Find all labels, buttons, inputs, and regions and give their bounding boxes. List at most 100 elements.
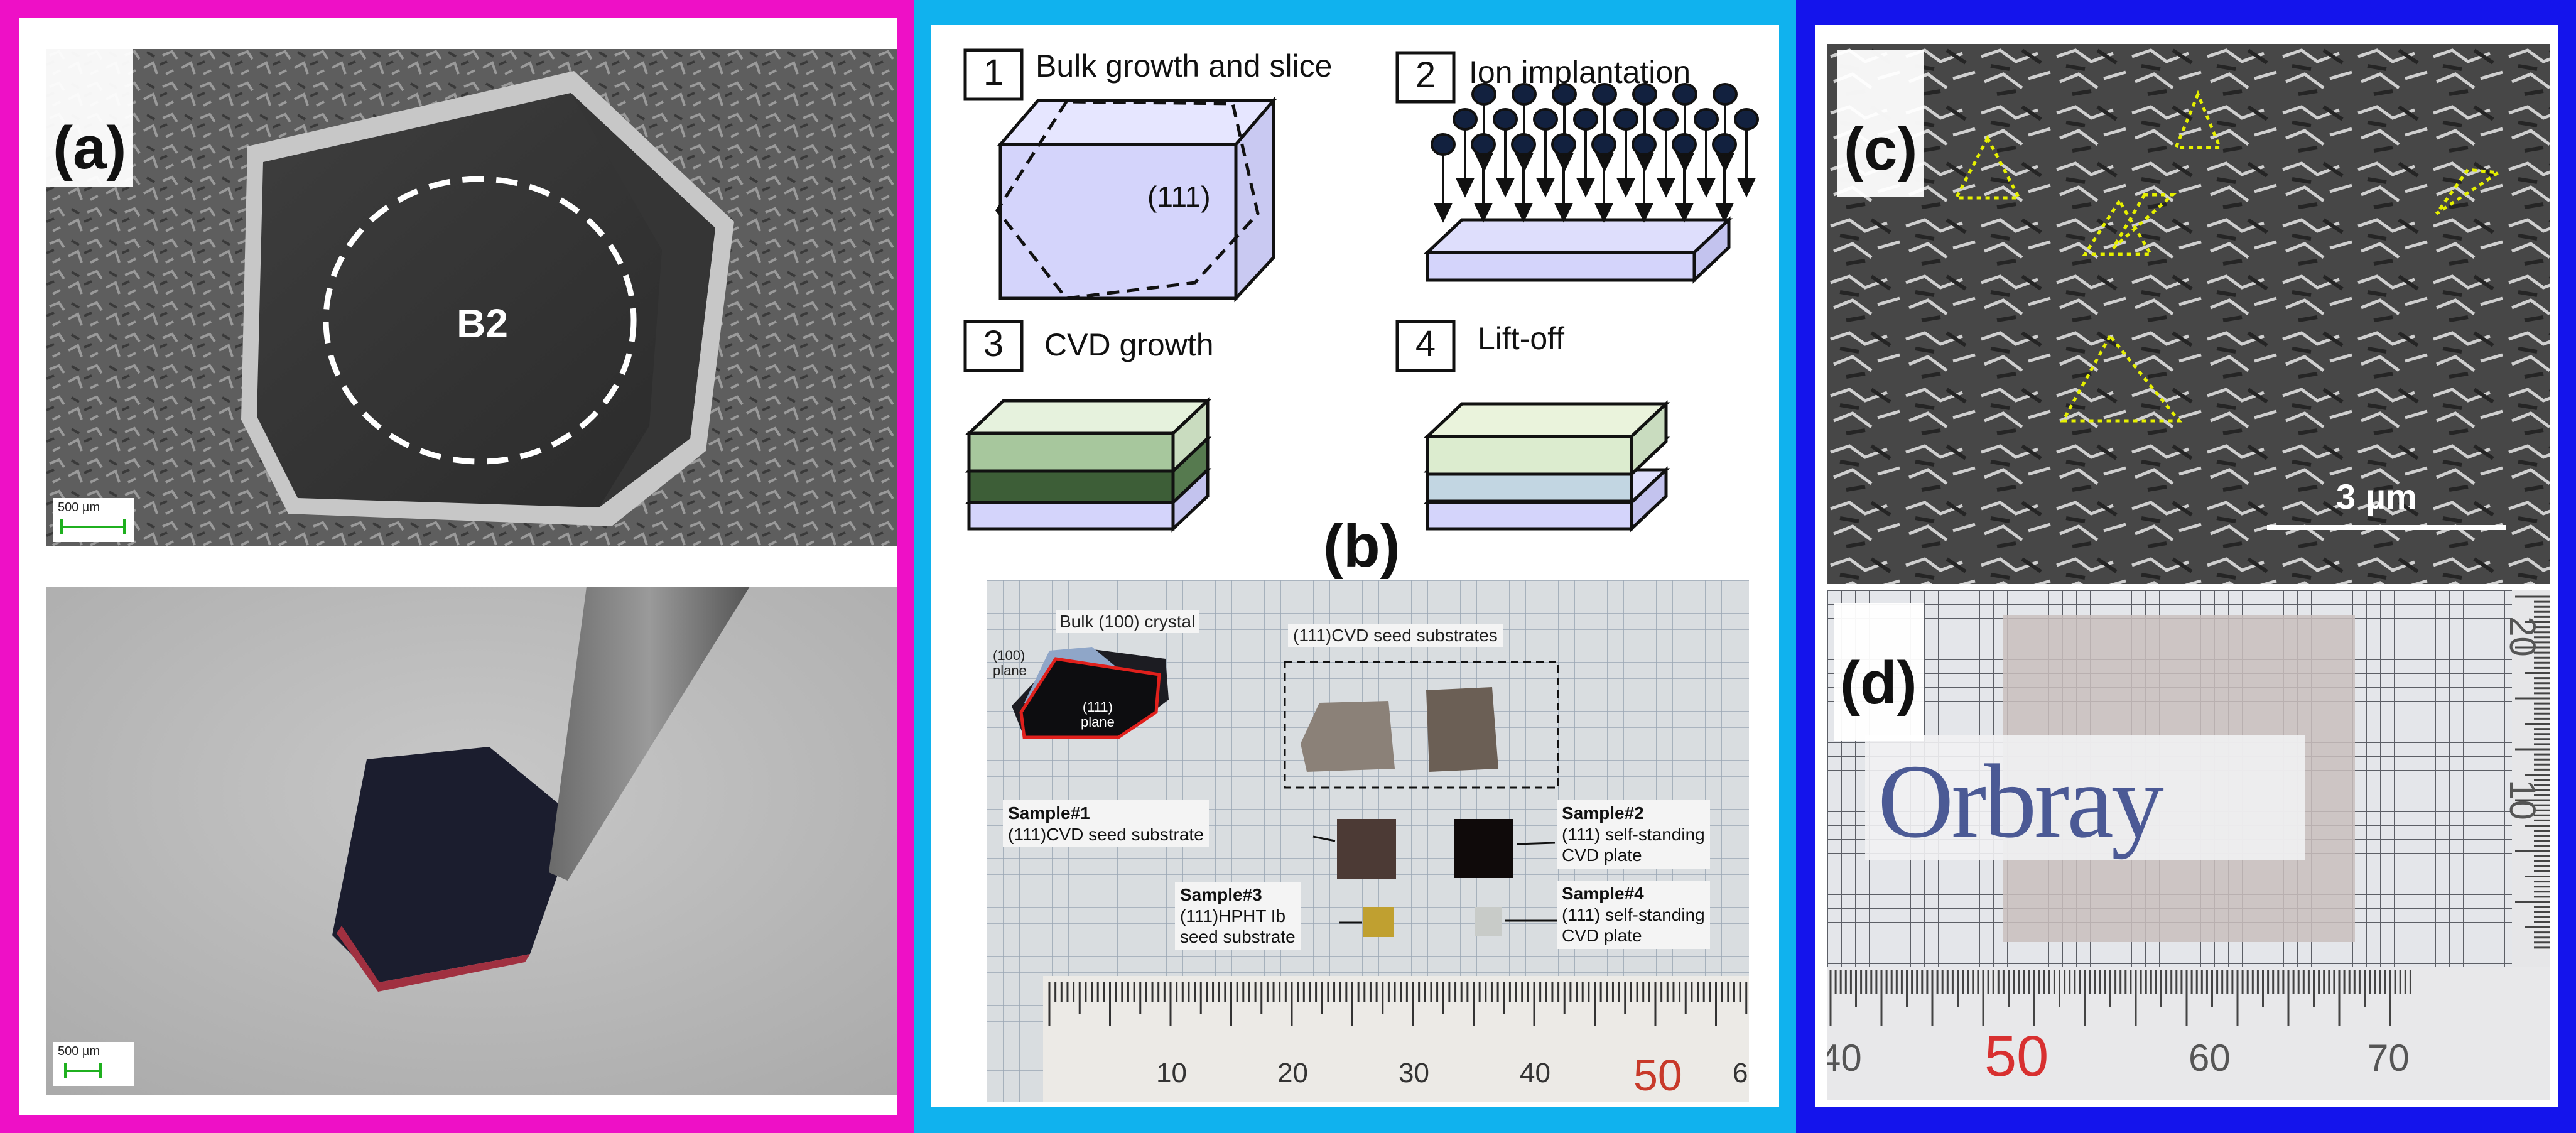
ion-array [1431,83,1759,223]
scale-bar-bottom: 500 µm [53,1042,134,1086]
seed-substrates-label: (111)CVD seed substrates [1288,624,1503,647]
ion-ball [1431,133,1456,156]
ion-ball [1592,83,1617,106]
ion-ball [1453,108,1478,131]
ion-arrowhead [1594,203,1614,223]
panel-b-content: 1 Bulk growth and slice (111) 2 Ion impl… [931,25,1779,1107]
ion-arrowhead [1634,203,1654,223]
ion-ball [1591,133,1616,156]
orbray-logo: Orbray [1878,743,2164,860]
ruler-b-label-50: 50 [1633,1051,1682,1100]
ion-arrowhead [1736,178,1756,198]
ion-ball [1632,83,1657,106]
ruler-b-label-40: 40 [1520,1058,1550,1088]
ion-arrowhead [1535,178,1556,198]
sample-4-name: Sample#4 [1562,884,1644,903]
sample-label-b2: B2 [457,301,508,346]
step-2-title: Ion implantation [1469,55,1691,90]
sample-1-caption: Sample#1 (111)CVD seed substrate [1003,800,1209,848]
plane-100-label: (100) plane [993,648,1027,678]
scale-bar-bottom-cap-right [99,1063,102,1078]
step-2-diagram [1395,51,1759,284]
ion-ball [1672,83,1697,106]
ion-ball [1694,108,1719,131]
ion-arrowhead [1576,178,1596,198]
triangle-markers [1953,90,2503,423]
ruler-ticks-d [1829,970,2411,1026]
ruler-b-label-30: 30 [1399,1058,1429,1088]
ion-ball [1533,108,1558,131]
ion-arrowhead [1513,203,1534,223]
plane-100-line-2: plane [993,663,1027,679]
ion-arrowhead [1674,203,1694,223]
step-1-number: 1 [983,52,1004,93]
scale-bar-bottom-line [64,1070,102,1072]
panel-b: 1 Bulk growth and slice (111) 2 Ion impl… [914,0,1796,1133]
ion-ball [1672,133,1697,156]
sem-image-c: 3 µm [1827,44,2550,584]
sample-4-caption: Sample#4 (111) self-standing CVD plate [1557,881,1710,949]
optical-crystal-drawing [46,587,897,1095]
sample-3-caption: Sample#3 (111)HPHT Ib seed substrate [1175,882,1301,950]
ion-ball [1712,133,1737,156]
ion-ball [1632,133,1657,156]
plane-100-line-1: (100) [993,648,1026,663]
scale-bar-top-line [60,526,126,528]
step-3-diagram [963,320,1212,533]
ruler-d-label-40: 40 [1827,1037,1862,1079]
ion-arrowhead [1455,178,1475,198]
ruler-d-label-50: 50 [1984,1024,2049,1088]
ion-arrowhead [1554,203,1574,223]
scale-bar-bottom-text: 500 µm [58,1044,100,1058]
step-3-title: CVD growth [1044,327,1214,362]
ruler-ticks-b [1048,982,1748,1026]
ion-ball [1653,108,1679,131]
ion-ball [1511,133,1536,156]
ion-arrowhead [1714,203,1734,223]
panel-c-d: 3 µm (c) Orbray [1796,0,2576,1133]
step-1-diagram [963,48,1277,303]
ion-ball [1573,108,1598,131]
sample-1-name: Sample#1 [1008,803,1090,823]
ion-ball [1471,133,1496,156]
plane-111-line-2: plane [1081,714,1115,730]
step-1-face-label: (111) [1147,180,1211,213]
step-4-diagram [1395,320,1670,533]
sample-2-line-1: (111) self-standing [1562,824,1705,844]
plane-111-line-1: (111) [1082,699,1113,715]
ruler-d-side-label-20: 20 [2501,616,2543,657]
photo-d-drawing [1827,590,2550,1100]
sem-image-b2: B2 500 µm [46,49,897,546]
ruler-d-label-60: 60 [2189,1037,2231,1079]
sample-3-line-2: seed substrate [1180,927,1296,947]
ruler-d-labels: 40 50 60 70 [1827,1024,2550,1093]
ion-arrowhead [1495,178,1515,198]
step-4-title: Lift-off [1478,321,1565,356]
ruler-d-side-label-10: 10 [2501,779,2543,820]
sample-1-line-1: (111)CVD seed substrate [1008,824,1204,844]
step-3-number: 3 [983,323,1004,364]
step-4-number: 4 [1415,323,1436,364]
ion-arrowhead [1433,203,1453,223]
ruler-b-label-20: 20 [1277,1058,1308,1088]
optical-image-tweezers: 500 µm [46,587,897,1095]
sample-2-line-2: CVD plate [1562,845,1642,865]
panel-a-content: B2 500 µm [19,18,897,1115]
ion-ball [1734,108,1759,131]
sample-3-line-1: (111)HPHT Ib [1180,906,1286,926]
panel-c-d-content: 3 µm (c) Orbray [1815,25,2558,1107]
process-schematic [963,48,1759,533]
ruler-ticks-d-side [2515,595,2550,949]
sample-3-name: Sample#3 [1180,885,1262,904]
scale-bar-top-cap-right [123,519,126,534]
ion-arrowhead [1473,203,1493,223]
sample-4-line-1: (111) self-standing [1562,904,1705,924]
ion-arrowhead [1616,178,1636,198]
panel-d-label: (d) [1834,603,1924,741]
ion-ball [1613,108,1638,131]
sample-2-caption: Sample#2 (111) self-standing CVD plate [1557,800,1710,869]
samples-photo: Bulk (100) crystal (100) plane (111) pla… [987,580,1749,1102]
plane-111-label: (111) plane [1081,699,1115,730]
ruler-d-label-70: 70 [2368,1037,2410,1079]
ruler-b-label-10: 10 [1156,1058,1187,1088]
